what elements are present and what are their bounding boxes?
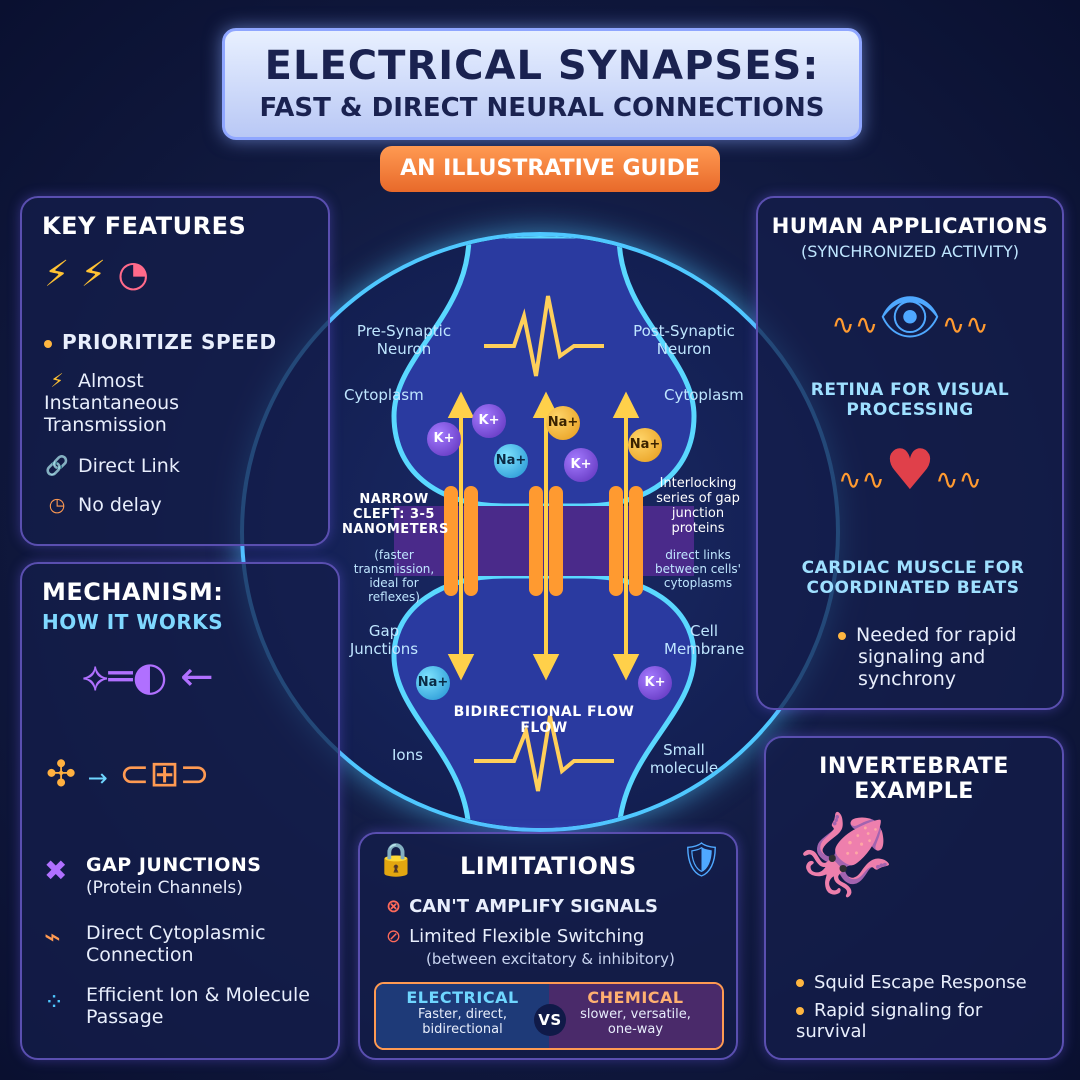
heart-icon: ∿∿♥∿∿ [837,438,983,503]
bullet-icon [796,1007,804,1015]
human-applications-panel: HUMAN APPLICATIONS (SYNCHRONIZED ACTIVIT… [756,196,1064,710]
limitation-text: Limited Flexible Switching [409,926,645,947]
feature-item: ⚡Almost Instantaneous Transmission [44,370,284,436]
electrical-column: ELECTRICAL Faster, direct, bidirectional [376,984,549,1048]
lightning-icon: ⚡ [44,254,70,295]
lightning-burst-icon: ⚡ [80,254,107,295]
interlock-note: direct links between cells' cytoplasms [655,548,741,590]
human-note-text: Needed for rapid signaling and synchrony [856,624,1017,690]
chemical-label: CHEMICAL [587,988,684,1007]
speedometer-icon: ◔ [117,254,149,295]
electrical-desc: Faster, direct, bidirectional [417,1007,508,1037]
main-subtitle: FAST & DIRECT NEURAL CONNECTIONS [259,93,825,123]
title-banner: ELECTRICAL SYNAPSES: FAST & DIRECT NEURA… [222,28,862,140]
bidirectional-arrows [447,391,640,681]
small-molecule-label: Small molecule [649,741,719,777]
cytoplasm-left-label: Cytoplasm [344,386,424,404]
chemical-desc: slower, versatile, one-way [580,1007,691,1037]
invertebrate-item: Squid Escape Response [796,972,1027,993]
limitation-text: CAN'T AMPLIFY SIGNALS [409,896,659,917]
cardiac-label: CARDIAC MUSCLE FOR COORDINATED BEATS [801,558,1025,598]
pre-synaptic-label: Pre-Synaptic Neuron [356,322,452,358]
invertebrate-text: Rapid signaling for survival [796,1000,983,1042]
gap-junction-proteins [444,486,643,596]
squid-icon: 🦑 [796,808,896,901]
neuron-connection-icon: ⟡═◐ ← [82,654,214,700]
feature-text: Almost Instantaneous Transmission [44,370,180,436]
mechanism-item-label: Efficient Ion & Molecule Passage [86,984,310,1028]
synapse-diagram: K+ K+ Na+ Na+ K+ Na+ Na+ K+ Pre-Synaptic… [240,232,840,832]
main-title: ELECTRICAL SYNAPSES: [264,43,820,89]
sodium-ion: Na+ [546,406,580,440]
puzzle-to-plug-icon: ✣ → ⊂⊞⊃ [46,754,210,795]
connector-icon: ⌁ [44,920,61,953]
human-note: Needed for rapid signaling and synchrony [838,624,1038,690]
ions-label: Ions [392,746,423,764]
human-title: HUMAN APPLICATIONS [771,214,1049,238]
protein-channel-icon: ✖ [44,854,68,887]
retina-label: RETINA FOR VISUAL PROCESSING [810,380,1010,420]
cell-membrane-label: Cell Membrane [664,622,745,658]
shield-check-icon: 🛡 [680,840,724,880]
mechanism-item-sub: (Protein Channels) [86,878,243,898]
interlock-title: Interlocking series of gap junction prot… [656,476,740,536]
sodium-ion: Na+ [416,666,450,700]
speed-icons: ⚡ ⚡ ◔ [44,254,149,295]
eye-icon: ∿∿👁∿∿ [831,288,989,346]
priority-item: PRIORITIZE SPEED [44,330,277,354]
feature-item: 🔗 Direct Link [44,454,180,477]
feature-text: Direct Link [78,455,180,477]
gap-junctions-label: Gap Junctions [349,622,419,658]
limitations-title: LIMITATIONS [460,852,637,880]
bullet-icon [838,631,846,640]
limitation-item: ⊗ CAN'T AMPLIFY SIGNALS [386,896,658,917]
comparison-box: ELECTRICAL Faster, direct, bidirectional… [374,982,724,1050]
guide-tag: AN ILLUSTRATIVE GUIDE [380,146,720,192]
cytoplasm-right-label: Cytoplasm [664,386,744,404]
synapse-shape [391,236,697,828]
lightning-icon: ⚡ [50,370,64,392]
potassium-ion: K+ [638,666,672,700]
link-icon: 🔗 [45,455,69,477]
sodium-ion: Na+ [494,444,528,478]
post-synaptic-label: Post-Synaptic Neuron [633,322,735,358]
mechanism-title: MECHANISM: [42,578,224,606]
cleft-note: (faster transmission, ideal for reflexes… [353,548,435,604]
particles-icon: ⁘ [44,988,65,1016]
signal-pulse-icon [484,295,604,377]
potassium-ion: K+ [472,404,506,438]
key-features-panel: KEY FEATURES ⚡ ⚡ ◔ PRIORITIZE SPEED ⚡Alm… [20,196,330,546]
chemical-column: CHEMICAL slower, versatile, one-way [549,984,722,1048]
potassium-ion: K+ [564,448,598,482]
priority-text: PRIORITIZE SPEED [62,330,277,354]
mechanism-panel: MECHANISM: HOW IT WORKS ⟡═◐ ← ✣ → ⊂⊞⊃ ✖ … [20,562,340,1060]
signal-pulse-icon [474,715,614,792]
invertebrate-text: Squid Escape Response [814,972,1027,993]
feature-text: No delay [78,494,162,516]
potassium-ion: K+ [427,422,461,456]
feature-item: ◷ No delay [44,494,162,516]
bullet-icon [796,979,804,987]
bullet-icon [44,339,52,348]
invertebrate-item: Rapid signaling for survival [796,1000,1026,1042]
key-features-title: KEY FEATURES [42,212,247,240]
vs-badge: VS [534,1004,566,1036]
mechanism-item-label: Direct Cytoplasmic Connection [86,922,266,966]
sodium-ion: Na+ [628,428,662,462]
limitation-item: ⊘ Limited Flexible Switching [386,926,644,947]
invertebrate-title: INVERTEBRATE EXAMPLE [819,754,1009,804]
limitation-note: (between excitatory & inhibitory) [426,950,675,968]
clock-icon: ◷ [48,494,66,516]
prohibited-icon: ⊘ [386,926,402,947]
mechanism-subtitle: HOW IT WORKS [42,610,224,634]
human-subtitle: (SYNCHRONIZED ACTIVITY) [801,242,1019,261]
mechanism-item-label: GAP JUNCTIONS [86,854,262,876]
invertebrate-panel: INVERTEBRATE EXAMPLE 🦑 Squid Escape Resp… [764,736,1064,1060]
limitations-panel: 🔒 LIMITATIONS 🛡 ⊗ CAN'T AMPLIFY SIGNALS ⊘… [358,832,738,1060]
bidirectional-flow-label: BIDIRECTIONAL FLOW FLOW [453,704,635,736]
electrical-label: ELECTRICAL [406,988,519,1007]
lock-icon: 🔒 [376,840,416,878]
x-circle-icon: ⊗ [386,896,402,917]
cleft-title: NARROW CLEFT: 3-5 NANOMETERS [342,492,449,537]
